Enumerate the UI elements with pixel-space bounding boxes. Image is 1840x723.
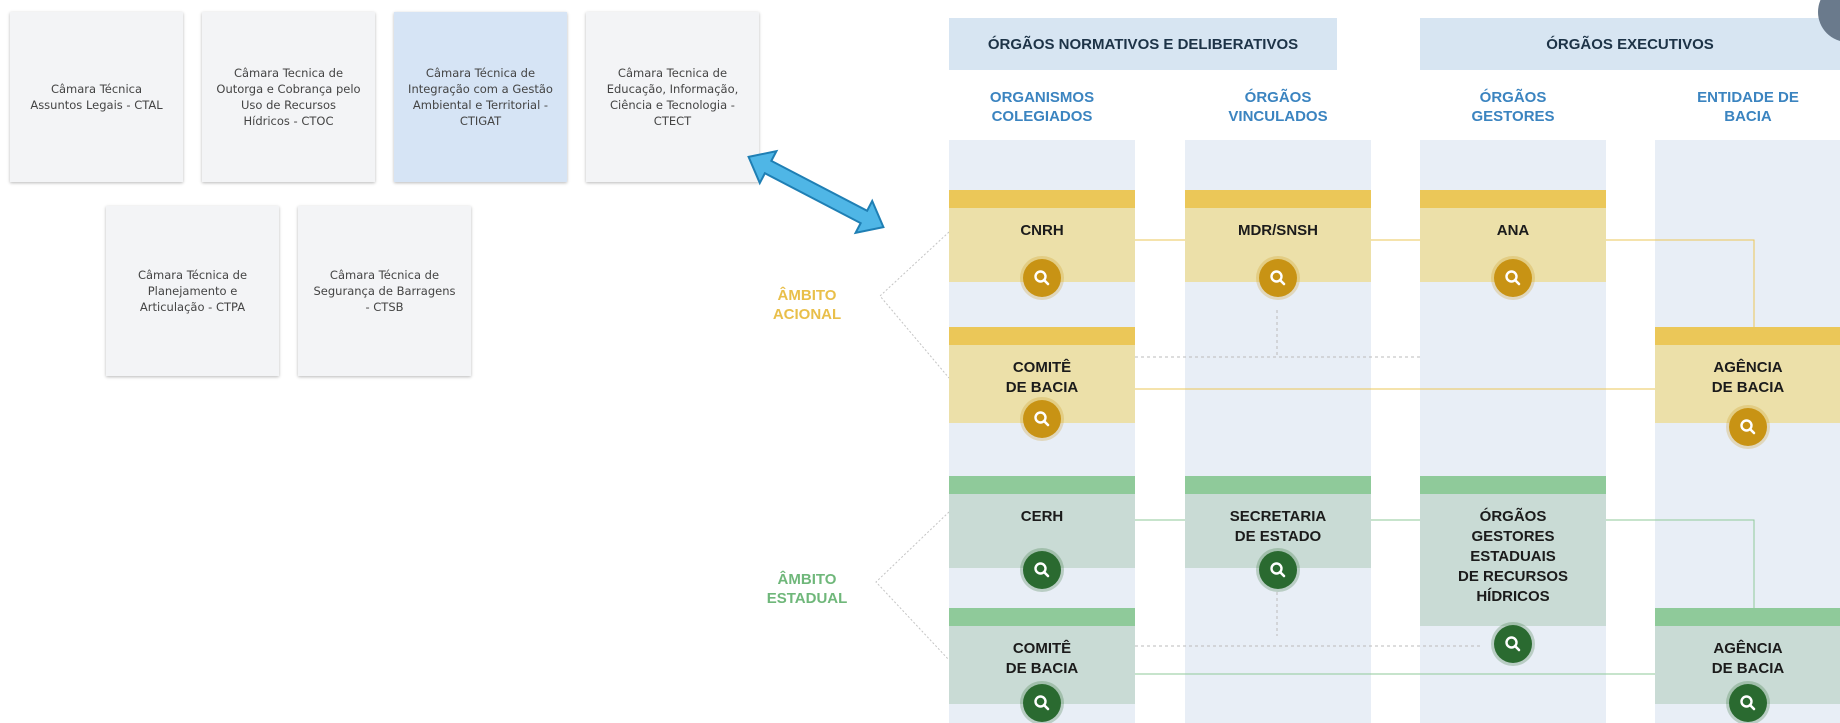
node-orgaos-gestores-estaduais-label: ÓRGÃOS GESTORES ESTADUAIS DE RECURSOS HÍ… — [1457, 508, 1569, 605]
card-ctpa[interactable]: Câmara Técnica de Planejamento e Articul… — [106, 206, 279, 376]
column-label-gestores: ÓRGÃOS GESTORES — [1471, 89, 1555, 125]
node-cnrh-label: CNRH — [1020, 222, 1064, 239]
node-agencia-estadual-label: AGÊNCIA DE BACIA — [1711, 640, 1785, 677]
node-secretaria-estado[interactable]: SECRETARIA DE ESTADO — [1185, 476, 1371, 568]
node-comite-estadual-label: COMITÊ DE BACIA — [1005, 640, 1079, 677]
card-ctect-label: Câmara Tecnica de Educação, Informação, … — [606, 66, 739, 128]
node-secretaria-estado-label: SECRETARIA DE ESTADO — [1229, 508, 1327, 545]
search-icon[interactable] — [1494, 259, 1532, 297]
node-cerh-label: CERH — [1020, 508, 1064, 525]
header-executivos-label: ÓRGÃOS EXECUTIVOS — [1546, 35, 1714, 53]
search-icon[interactable] — [1259, 259, 1297, 297]
column-label-entidade: ENTIDADE DE BACIA — [1697, 89, 1799, 125]
node-comite-nacional-label: COMITÊ DE BACIA — [1005, 359, 1079, 396]
ambito-estadual-label: ÂMBITO ESTADUAL — [766, 571, 848, 607]
column-label-colegiados: ORGANISMOS COLEGIADOS — [989, 89, 1095, 125]
search-icon[interactable] — [1259, 551, 1297, 589]
node-agencia-nacional[interactable]: AGÊNCIA DE BACIA — [1655, 327, 1840, 423]
search-icon[interactable] — [1023, 551, 1061, 589]
ambito-nacional-label: ÂMBITO ACIONAL — [772, 287, 842, 323]
card-ctoc[interactable]: Câmara Tecnica de Outorga e Cobrança pel… — [202, 12, 375, 182]
card-ctsb[interactable]: Câmara Técnica de Segurança de Barragens… — [298, 206, 471, 376]
search-icon[interactable] — [1023, 400, 1061, 438]
header-normativos: ÓRGÃOS NORMATIVOS E DELIBERATIVOS — [949, 18, 1337, 70]
search-icon[interactable] — [1494, 625, 1532, 663]
header-executivos: ÓRGÃOS EXECUTIVOS — [1420, 18, 1840, 70]
header-normativos-label: ÓRGÃOS NORMATIVOS E DELIBERATIVOS — [987, 35, 1299, 53]
search-icon[interactable] — [1729, 684, 1767, 722]
node-mdr-snsh-label: MDR/SNSH — [1237, 222, 1318, 239]
card-ctect[interactable]: Câmara Tecnica de Educação, Informação, … — [586, 12, 759, 182]
card-ctsb-label: Câmara Técnica de Segurança de Barragens… — [313, 268, 456, 314]
card-ctigat[interactable]: Câmara Técnica de Integração com a Gestã… — [394, 12, 567, 182]
column-label-vinculados: ÓRGÃOS VINCULADOS — [1228, 89, 1328, 125]
card-ctigat-label: Câmara Técnica de Integração com a Gestã… — [408, 66, 553, 128]
search-icon[interactable] — [1023, 684, 1061, 722]
node-cnrh[interactable]: CNRH — [949, 190, 1135, 282]
card-ctal-label: Câmara Técnica Assuntos Legais - CTAL — [30, 82, 163, 112]
card-ctpa-label: Câmara Técnica de Planejamento e Articul… — [137, 268, 248, 314]
node-ana-label: ANA — [1496, 222, 1530, 239]
node-agencia-nacional-label: AGÊNCIA DE BACIA — [1711, 359, 1785, 396]
search-icon[interactable] — [1023, 259, 1061, 297]
card-ctal[interactable]: Câmara Técnica Assuntos Legais - CTAL — [10, 12, 183, 182]
node-orgaos-gestores-estaduais[interactable]: ÓRGÃOS GESTORES ESTADUAIS DE RECURSOS HÍ… — [1420, 476, 1606, 626]
search-icon[interactable] — [1729, 408, 1767, 446]
card-ctoc-label: Câmara Tecnica de Outorga e Cobrança pel… — [216, 66, 361, 128]
